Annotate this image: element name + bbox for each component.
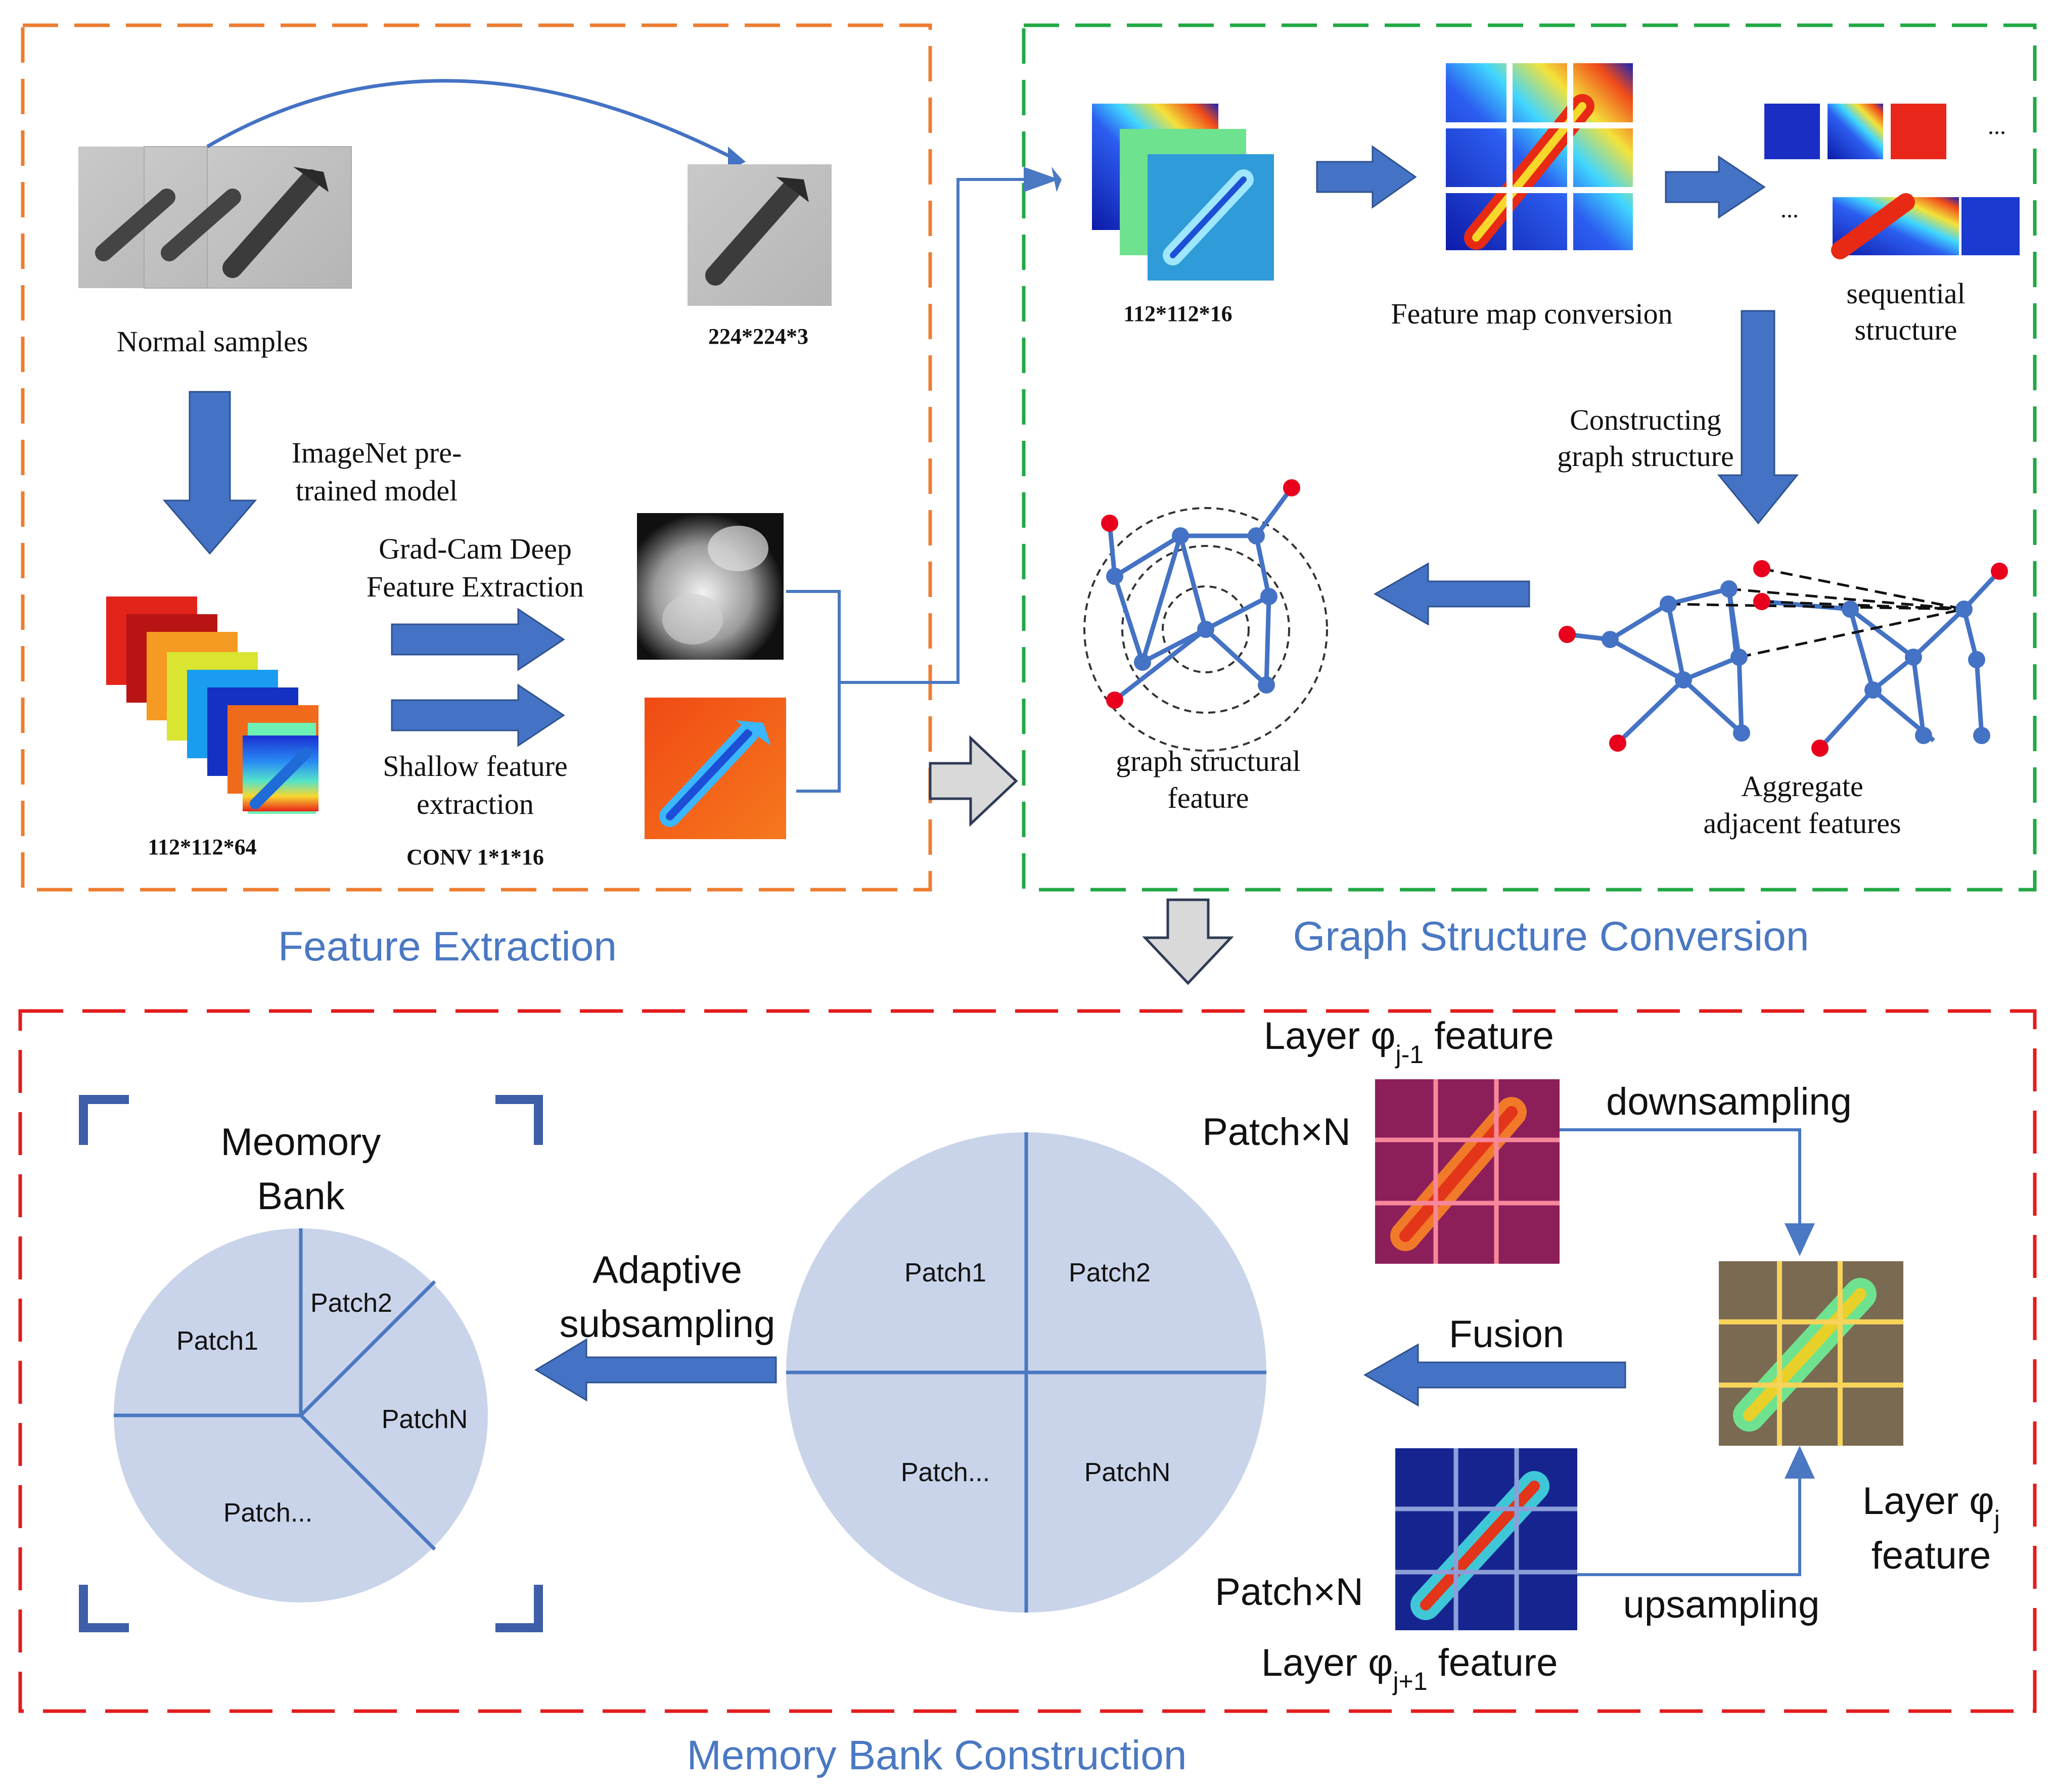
adaptive-subsampling-arrow <box>534 1338 777 1402</box>
aggregate-nodes <box>1559 560 2008 757</box>
gradcam-output-image <box>637 513 784 660</box>
adaptive-label-line1: Adaptive <box>592 1249 742 1292</box>
input-size-label: 224*224*3 <box>708 324 808 349</box>
section-down-arrow <box>1142 898 1234 985</box>
aggregate-label-line1: Aggregate <box>1741 770 1863 803</box>
sequential-patches <box>1764 104 2020 259</box>
graph-conversion-title: Graph Structure Conversion <box>1293 913 1809 959</box>
sequential-label-line1: sequential <box>1846 277 1965 310</box>
constructing-label-line1: Constructing <box>1570 403 1721 436</box>
layer-top-feature-map <box>1375 1079 1560 1264</box>
shallow-label-line1: Shallow feature <box>383 750 568 783</box>
bank-slice-patch1: Patch1 <box>176 1326 258 1356</box>
layer-mid-feature-map <box>1719 1261 1903 1446</box>
quad-slice-patch-more: Patch... <box>901 1458 990 1487</box>
merge-connector <box>786 178 1054 793</box>
conversion-arrow-1 <box>1316 145 1417 209</box>
shallow-arrow <box>391 683 565 747</box>
conv-label: CONV 1*1*16 <box>406 845 544 869</box>
shallow-label-line2: extraction <box>417 788 534 820</box>
construct-down-arrow <box>1717 310 1799 525</box>
sequential-ellipsis-bottom: ... <box>1780 196 1799 223</box>
to-graph-arrowhead <box>1024 167 1059 192</box>
aggregate-dashed-links <box>1668 567 1965 659</box>
adaptive-label-line2: subsampling <box>560 1303 775 1346</box>
gradcam-arrow <box>391 608 565 671</box>
gradcam-label-line2: Feature Extraction <box>367 570 584 603</box>
quad-slice-patchn: PatchN <box>1084 1458 1171 1487</box>
bank-slice-patchn: PatchN <box>382 1405 468 1434</box>
layer-bottom-label: Layer φj+1 feature <box>1261 1641 1558 1695</box>
upsampling-label: upsampling <box>1623 1583 1820 1626</box>
constructing-label-line2: graph structure <box>1557 440 1733 473</box>
structural-graph-nodes <box>1101 479 1300 709</box>
aggregate-label-line2: adjacent features <box>1703 807 1901 840</box>
downsampling-label: downsampling <box>1606 1080 1852 1123</box>
conversion-arrow-2 <box>1665 155 1766 219</box>
sequential-ellipsis-top: ... <box>1988 113 2006 140</box>
feature-extraction-frame <box>21 23 932 892</box>
memory-bank-corners <box>79 1095 543 1632</box>
memory-bank-label-line2: Bank <box>257 1175 345 1218</box>
pretrained-label-line1: ImageNet pre- <box>292 436 462 469</box>
aggregate-graph <box>1567 569 2001 750</box>
fusion-label: Fusion <box>1449 1313 1564 1356</box>
patch-n-top-label: Patch×N <box>1202 1111 1351 1154</box>
graph-conversion-frame <box>1022 23 2037 892</box>
layer-bottom-feature-map <box>1395 1448 1577 1630</box>
feature-size-label: 112*112*64 <box>148 835 256 859</box>
pretrained-down-arrow <box>162 391 257 555</box>
pretrained-label-line2: trained model <box>296 474 458 507</box>
feature-map-stack <box>106 596 318 814</box>
graph-input-maps <box>1092 104 1274 281</box>
normal-samples-label: Normal samples <box>117 325 308 358</box>
sample-to-input-arrow <box>206 79 732 159</box>
section-transfer-arrow <box>929 735 1018 827</box>
sequential-label-line2: structure <box>1855 313 1957 346</box>
feature-map-conversion-label: Feature map conversion <box>1391 297 1672 330</box>
aggregate-to-graph-arrow <box>1373 562 1530 626</box>
feature-extraction-title: Feature Extraction <box>278 924 617 970</box>
patch-n-bottom-label: Patch×N <box>1215 1571 1363 1614</box>
bank-slice-patch-more: Patch... <box>223 1498 312 1528</box>
memory-bank-pie: Patch1 Patch2 PatchN Patch... <box>114 1228 488 1602</box>
upsampling-connector <box>1577 1474 1801 1576</box>
graph-feature-label-line1: graph structural <box>1116 745 1301 777</box>
shallow-output-image <box>645 698 786 839</box>
downsampling-connector <box>1560 1128 1801 1228</box>
memory-bank-label-line1: Meomory <box>221 1121 381 1164</box>
memory-bank-frame <box>18 1009 2037 1713</box>
gradcam-label-line1: Grad-Cam Deep <box>379 532 572 565</box>
memory-bank-construction-title: Memory Bank Construction <box>687 1732 1187 1778</box>
input-image <box>688 164 832 306</box>
graph-feature-label-line2: feature <box>1168 782 1249 814</box>
layer-mid-label-line1: Layer φj <box>1862 1480 2000 1534</box>
concentric-rings <box>1083 507 1328 752</box>
bank-slice-patch2: Patch2 <box>310 1289 392 1318</box>
quad-slice-patch2: Patch2 <box>1069 1258 1151 1288</box>
layer-top-label: Layer φj-1 feature <box>1264 1015 1554 1069</box>
patch-quad-pie: Patch1 Patch2 Patch... PatchN <box>786 1132 1266 1613</box>
map-size-label: 112*112*16 <box>1123 301 1232 326</box>
feature-map-grid <box>1446 63 1633 250</box>
fusion-arrow <box>1363 1343 1626 1407</box>
layer-mid-label-line2: feature <box>1871 1534 1991 1577</box>
quad-slice-patch1: Patch1 <box>904 1258 986 1288</box>
normal-sample-images <box>78 146 352 289</box>
